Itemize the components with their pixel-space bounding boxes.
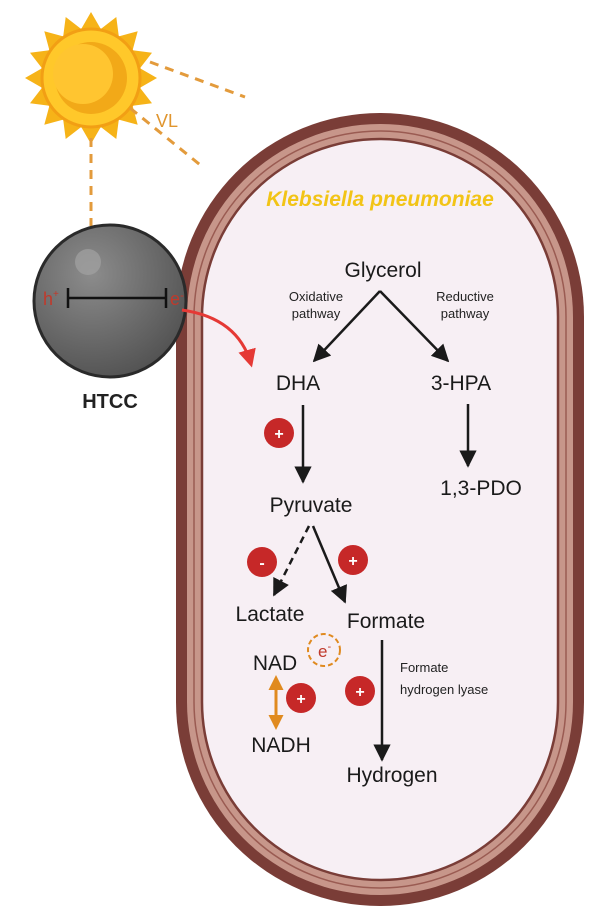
bacterial-cell [176,113,584,906]
electron-cycle: e- [307,633,341,667]
arrow-glycerol-to-dha [312,290,381,363]
metabolite-dha: DHA [276,372,320,395]
electron-label: e- [170,288,184,309]
metabolite-pyruvate: Pyruvate [270,494,353,517]
arrow-pyruvate-to-lactate [272,525,311,597]
badge-upregulate-formate: + [338,545,368,575]
svg-text:+: + [296,691,305,708]
svg-text:+: + [355,684,364,701]
metabolite-formate: Formate [347,610,425,633]
svg-text:+: + [274,426,283,443]
electron-cycle-ring [307,633,341,667]
svg-text:+: + [348,553,357,570]
metabolite-glycerol: Glycerol [344,259,421,282]
badge-upregulate-dha: + [264,418,294,448]
cofactor-nadh: NADH [251,734,311,757]
metabolite-3-hpa: 3-HPA [431,372,491,395]
catalyst-sphere [32,223,188,379]
metabolite-1-3-pdo: 1,3-PDO [440,477,522,500]
visible-light-label: VL [156,111,178,131]
sphere-highlight [75,249,101,275]
badge-upregulate-nadh: + [286,683,316,713]
hole-label: h+ [43,289,59,309]
light-ray-1 [149,60,246,99]
catalyst-name: HTCC [82,391,138,413]
electron-cycle-label: e- [318,641,331,661]
cell-membrane-line [193,130,567,889]
svg-text:-: - [259,555,264,572]
sun-highlight [53,44,113,104]
organism-title: Klebsiella pneumoniae [266,188,494,211]
cofactor-nad: NAD [253,652,297,675]
metabolite-hydrogen: Hydrogen [346,764,437,787]
htcc-catalyst: h+ e- [32,223,188,379]
reaction-arrows [272,290,477,762]
light-rays [89,60,246,226]
sun-icon [25,12,157,144]
metabolite-lactate: Lactate [236,603,305,626]
arrow-glycerol-to-3-hpa [379,290,450,363]
badge-downregulate-lactate: - [247,547,277,577]
electron-transfer-arrow [181,308,256,368]
arrow-pyruvate-to-formate [311,525,347,604]
badge-upregulate-hydrogen: + [345,676,375,706]
